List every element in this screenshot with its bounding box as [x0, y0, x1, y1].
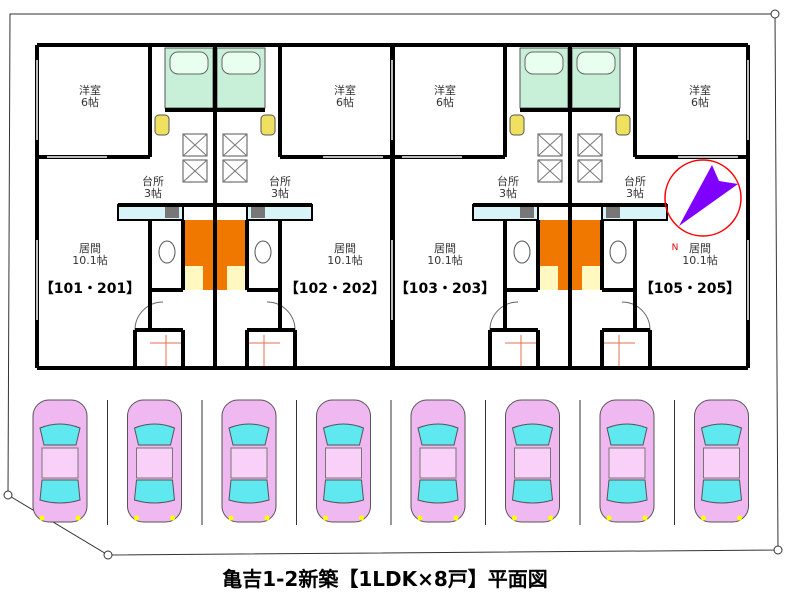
building-2 — [390, 43, 750, 370]
bathtub-icon — [524, 51, 564, 75]
western-room-size: 6帖 — [691, 96, 709, 109]
door-swing — [621, 301, 651, 331]
washbasin-icon — [154, 114, 170, 136]
stair-landing — [538, 266, 558, 290]
parked-car — [390, 399, 466, 525]
building-1 — [35, 43, 395, 370]
unit-number-label: 【103・203】 — [395, 281, 495, 297]
western-room-size: 6帖 — [436, 96, 454, 109]
kitchen-label: 台所 — [497, 174, 519, 188]
living-room-label: 居間 — [434, 242, 456, 255]
compass-arrow-icon — [679, 165, 738, 226]
parked-car — [579, 399, 655, 525]
unit-plan — [390, 43, 572, 370]
parked-car — [296, 399, 371, 525]
western-room-label: 洋室 — [434, 83, 456, 97]
western-room-label: 洋室 — [79, 83, 101, 97]
toilet-icon — [609, 240, 627, 264]
parked-car — [485, 399, 560, 525]
living-room-label: 居間 — [79, 242, 101, 255]
kitchen-label: 台所 — [624, 174, 646, 188]
stair-landing — [582, 266, 602, 290]
stove-icon — [165, 207, 179, 218]
parked-car — [201, 399, 277, 525]
western-room-label: 洋室 — [689, 83, 711, 97]
washbasin-icon — [260, 114, 276, 136]
kitchen-label: 台所 — [269, 174, 291, 188]
unit-number-label: 【105・205】 — [640, 281, 740, 297]
door-swing — [134, 301, 164, 331]
kitchen-label: 台所 — [142, 174, 164, 188]
bathtub-icon — [221, 51, 261, 75]
stair-landing — [183, 266, 203, 290]
washbasin-icon — [615, 114, 631, 136]
stove-icon — [520, 207, 534, 218]
western-room-label: 洋室 — [334, 83, 356, 97]
stair-landing — [227, 266, 247, 290]
unit-number-label: 【102・202】 — [285, 281, 385, 297]
washbasin-icon — [509, 114, 525, 136]
windows — [36, 60, 107, 320]
kitchen-size: 3帖 — [626, 187, 644, 200]
windows — [391, 60, 462, 320]
parked-car — [107, 399, 182, 525]
toilet-icon — [254, 240, 272, 264]
kitchen-size: 3帖 — [499, 187, 517, 200]
windows — [678, 60, 749, 320]
compass-north-label: N — [672, 243, 679, 253]
bathtub-icon — [576, 51, 616, 75]
western-room-size: 6帖 — [81, 96, 99, 109]
living-room-label: 居間 — [334, 242, 356, 255]
parked-car — [674, 399, 749, 525]
site-boundary — [7, 13, 779, 556]
living-room-size: 10.1帖 — [72, 254, 108, 267]
site-corners — [3, 9, 783, 560]
living-room-size: 10.1帖 — [327, 254, 363, 267]
stove-icon — [251, 207, 265, 218]
door-swing — [266, 301, 296, 331]
toilet-icon — [158, 240, 176, 264]
unit-plan — [213, 43, 395, 370]
western-room-size: 6帖 — [336, 96, 354, 109]
stove-icon — [606, 207, 620, 218]
toilet-icon — [513, 240, 531, 264]
unit-plan — [568, 43, 750, 370]
unit-plan — [35, 43, 217, 370]
living-room-size: 10.1帖 — [682, 254, 718, 267]
compass: N — [664, 159, 742, 253]
unit-number-label: 【101・201】 — [40, 281, 140, 297]
bathtub-icon — [169, 51, 209, 75]
parked-car — [32, 399, 88, 523]
living-room-label: 居間 — [689, 242, 711, 255]
page-title: 亀吉1-2新築【1LDK×8戸】平面図 — [222, 567, 548, 591]
door-swing — [489, 301, 519, 331]
living-room-size: 10.1帖 — [427, 254, 463, 267]
kitchen-size: 3帖 — [271, 187, 289, 200]
kitchen-size: 3帖 — [144, 187, 162, 200]
